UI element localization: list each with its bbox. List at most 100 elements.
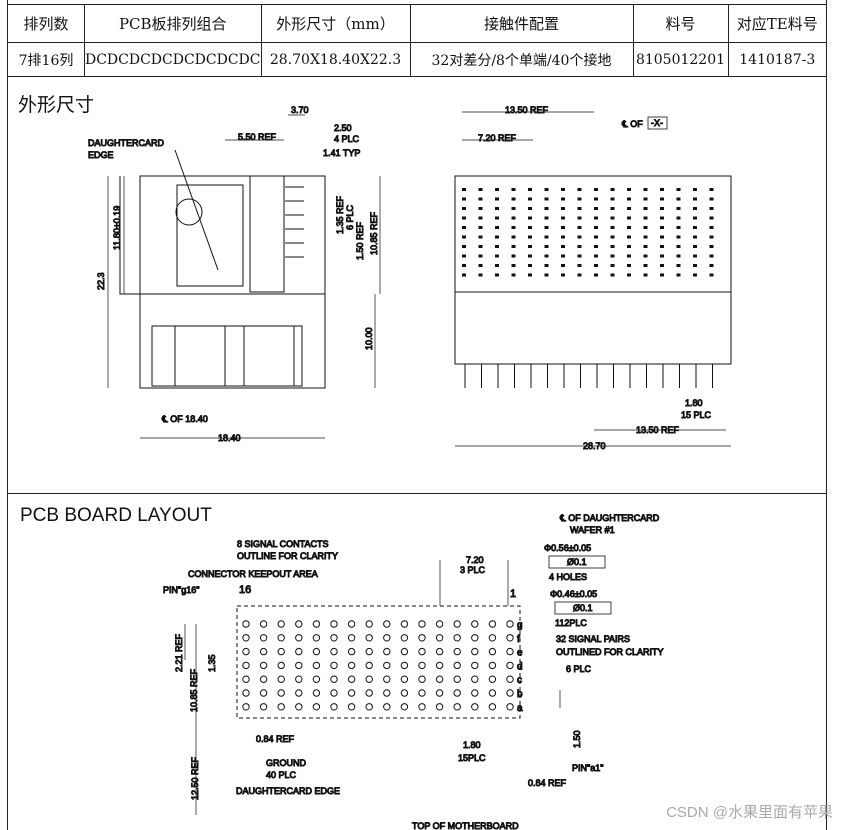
pcb-hole: [418, 634, 426, 642]
front-contact: [478, 197, 483, 201]
dim-15-plc: 15 PLC: [681, 410, 712, 420]
front-contact: [478, 188, 483, 191]
front-contact: [462, 216, 466, 220]
front-contact: [676, 216, 681, 220]
front-view: [454, 111, 732, 447]
front-view-contact-grid: [462, 188, 714, 277]
pcb-hole: [383, 620, 391, 628]
side-view-window: [176, 184, 244, 287]
front-contact: [495, 245, 499, 248]
front-contact: [577, 235, 582, 239]
pcb-hole: [453, 661, 461, 670]
front-contact: [478, 207, 483, 210]
front-contact: [511, 254, 516, 258]
front-contact: [660, 254, 664, 258]
pcb-hole: [453, 703, 461, 711]
pcb-hole: [471, 634, 479, 642]
front-contact: [544, 245, 549, 248]
front-contact: [511, 226, 516, 229]
front-contact: [544, 197, 549, 201]
front-contact: [561, 226, 565, 229]
row-letter-b: b: [517, 689, 523, 700]
pcb-hole: [365, 703, 373, 711]
dim-3-70: 3.70: [291, 105, 309, 115]
label-outline-clarity: OUTLINE FOR CLARITY: [237, 551, 338, 561]
pcb-hole: [277, 675, 285, 683]
pcb-hole: [365, 675, 373, 683]
pcb-hole: [435, 634, 444, 642]
label-pairs-clarity: OUTLINED FOR CLARITY: [556, 647, 664, 657]
pcb-keepout-outline: [236, 605, 521, 719]
front-contact: [495, 254, 499, 258]
front-contact: [643, 264, 648, 267]
front-contact: [676, 254, 681, 258]
pcb-hole: [506, 647, 514, 656]
pcb-layout: [184, 560, 561, 815]
label-keepout-area: CONNECTOR KEEPOUT AREA: [188, 569, 318, 579]
side-view-lower-slot: [174, 325, 226, 387]
pcb-hole: [471, 675, 479, 683]
pcb-hole: [488, 634, 497, 642]
pcb-hole: [453, 675, 461, 683]
front-contact: [561, 245, 565, 248]
pcb-hole: [400, 689, 409, 697]
front-contact: [478, 216, 483, 220]
pcb-hole: [295, 689, 303, 697]
pcb-hole: [259, 675, 268, 683]
pcb-hole: [365, 661, 373, 670]
front-contact: [643, 254, 648, 258]
front-contact: [709, 188, 714, 191]
front-contact: [693, 264, 697, 267]
pcb-hole: [277, 620, 285, 628]
front-contact: [528, 207, 532, 210]
front-contact: [693, 188, 697, 191]
label-cl-daughtercard: ℄ OF DAUGHTERCARD: [559, 513, 660, 523]
drawing-sheet: [7, 0, 827, 830]
pcb-hole: [506, 661, 514, 670]
pcb-hole: [242, 620, 250, 628]
front-contact: [709, 254, 714, 258]
front-contact: [693, 254, 697, 258]
dim-1-50-pcb: 1.50: [572, 730, 582, 748]
front-contact: [495, 235, 499, 239]
pcb-hole-grid: [242, 620, 514, 711]
pcb-hole: [400, 647, 409, 656]
value-part-number: 8105012201: [632, 42, 729, 77]
front-contact: [544, 254, 549, 258]
side-view-lower-slot: [243, 325, 295, 387]
front-view-base: [454, 291, 732, 365]
value-te-part-number: 1410187-3: [727, 42, 827, 77]
front-contact: [511, 207, 516, 210]
pcb-hole: [347, 661, 356, 670]
front-contact: [660, 216, 664, 220]
pcb-hole: [488, 620, 497, 628]
front-contact: [693, 216, 697, 220]
dim-1-35: 1.35: [207, 654, 217, 672]
pcb-hole: [453, 647, 461, 656]
front-contact: [627, 207, 631, 210]
value-dimensions: 28.70X18.40X22.3: [260, 42, 411, 77]
tolerance-1: Ø0.1: [567, 557, 587, 567]
front-contact: [693, 207, 697, 210]
side-view-post: [175, 198, 203, 226]
front-contact: [495, 273, 499, 277]
front-contact: [594, 216, 598, 220]
dim-18-40: 18.40: [218, 433, 241, 443]
front-contact: [528, 216, 532, 220]
front-contact: [495, 226, 499, 229]
pcb-hole: [277, 689, 285, 697]
label-col-16: 16: [239, 584, 251, 596]
spec-header-row: 排列数 PCB板排列组合 外形尺寸（mm） 接触件配置 料号 对应TE料号: [7, 4, 827, 43]
dim-1-50-ref: 1.50 REF: [355, 221, 365, 260]
pcb-hole: [330, 647, 338, 656]
front-contact: [660, 207, 664, 210]
front-contact: [693, 226, 697, 229]
dim-1-35-ref: 1.35 REF: [335, 195, 345, 234]
front-contact: [660, 235, 664, 239]
front-contact: [627, 226, 631, 229]
pcb-hole: [347, 647, 356, 656]
front-contact: [693, 235, 697, 239]
dim-2-21-ref: 2.21 REF: [174, 633, 184, 672]
pcb-hole: [488, 703, 497, 711]
